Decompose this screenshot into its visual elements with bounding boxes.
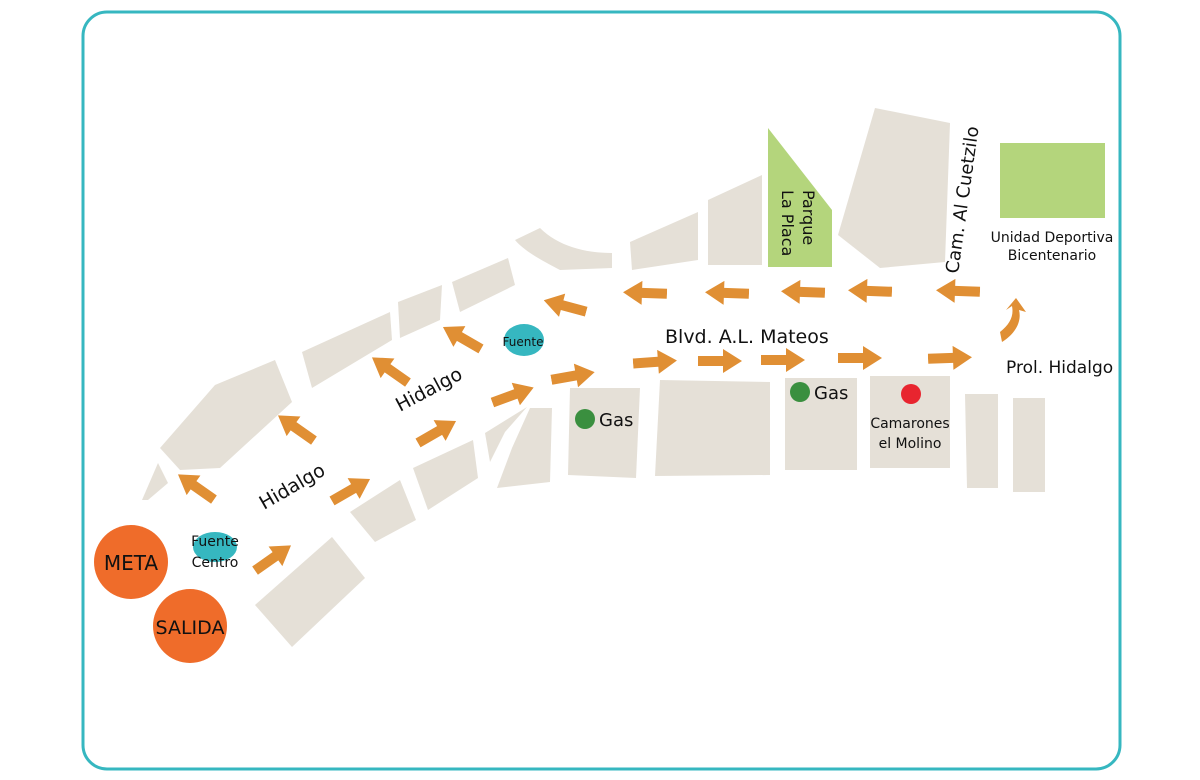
- city-block: [398, 285, 442, 338]
- race-markers: META SALIDA: [94, 525, 227, 663]
- salida-marker-icon: [153, 589, 227, 663]
- city-block: [1013, 398, 1045, 492]
- city-blocks: [142, 108, 1045, 647]
- camarones-label-line2: el Molino: [879, 436, 942, 452]
- unidad-deportiva-label-line2: Bicentenario: [1008, 248, 1096, 264]
- route-arrow-left-icon: [436, 316, 488, 360]
- route-arrow-left-icon: [780, 279, 826, 305]
- city-block: [160, 360, 292, 470]
- route-arrow-left-icon: [171, 464, 221, 510]
- route-arrow-left-icon: [847, 278, 893, 304]
- route-arrow-right-icon: [549, 360, 597, 392]
- gas-right-label: Gas: [814, 383, 848, 404]
- route-arrows: [171, 278, 1026, 581]
- route-arrow-right-icon: [632, 348, 678, 376]
- map-frame: [81, 10, 1122, 771]
- meta-label: META: [104, 551, 159, 575]
- city-block: [708, 175, 762, 265]
- gas-left-label: Gas: [599, 410, 633, 431]
- route-arrow-right-icon: [411, 410, 463, 454]
- street-label-prol-hidalgo: Prol. Hidalgo: [1006, 358, 1113, 378]
- street-label-hidalgo-lower: Hidalgo: [256, 459, 330, 514]
- city-block: [838, 108, 950, 268]
- city-block: [142, 463, 168, 500]
- route-arrow-left-icon: [365, 347, 415, 393]
- city-block: [413, 440, 478, 510]
- parque-label-line2: La Placa: [778, 190, 797, 256]
- salida-label: SALIDA: [156, 617, 225, 639]
- city-block: [630, 212, 698, 270]
- route-arrow-left-icon: [704, 280, 750, 306]
- meta-marker-icon: [94, 525, 168, 599]
- street-label-hidalgo-upper: Hidalgo: [392, 363, 466, 416]
- city-block: [497, 408, 552, 488]
- camarones-el-molino-icon: [901, 384, 921, 404]
- city-block: [870, 376, 950, 468]
- city-block: [655, 380, 770, 476]
- city-block: [302, 312, 392, 388]
- route-turnaround-icon: [1000, 298, 1026, 342]
- route-arrow-left-icon: [935, 278, 981, 304]
- city-block: [255, 537, 365, 647]
- city-block: [515, 228, 612, 270]
- parque-label-line1: Parque: [799, 190, 818, 245]
- fuente-centro-label-line1: Fuente: [191, 534, 239, 550]
- city-block: [485, 407, 527, 462]
- route-arrow-right-icon: [838, 346, 882, 370]
- fuente-centro-icon: [193, 532, 237, 562]
- street-label-boulevard: Blvd. A.L. Mateos: [665, 326, 829, 348]
- route-arrow-right-icon: [761, 348, 805, 372]
- unidad-deportiva-label-line1: Unidad Deportiva: [991, 230, 1114, 246]
- city-block: [965, 394, 998, 488]
- parque-la-placa-area: [768, 128, 832, 267]
- fuente-centro-label-line2: Centro: [192, 555, 239, 571]
- gas-station-right-icon: [790, 382, 810, 402]
- unidad-deportiva-area: [1000, 143, 1105, 218]
- fuente-label: Fuente: [503, 335, 544, 349]
- route-arrow-right-icon: [698, 349, 742, 373]
- fuente-icon: [504, 324, 544, 356]
- city-block: [350, 480, 416, 542]
- route-arrow-left-icon: [540, 288, 590, 324]
- green-areas: [768, 128, 1105, 267]
- gas-station-left-icon: [575, 409, 595, 429]
- camarones-label-line1: Camarones: [870, 416, 949, 432]
- city-block: [452, 258, 515, 312]
- route-arrow-left-icon: [622, 280, 668, 306]
- route-arrow-right-icon: [927, 345, 973, 371]
- points-of-interest: [193, 324, 921, 562]
- city-block: [568, 388, 640, 478]
